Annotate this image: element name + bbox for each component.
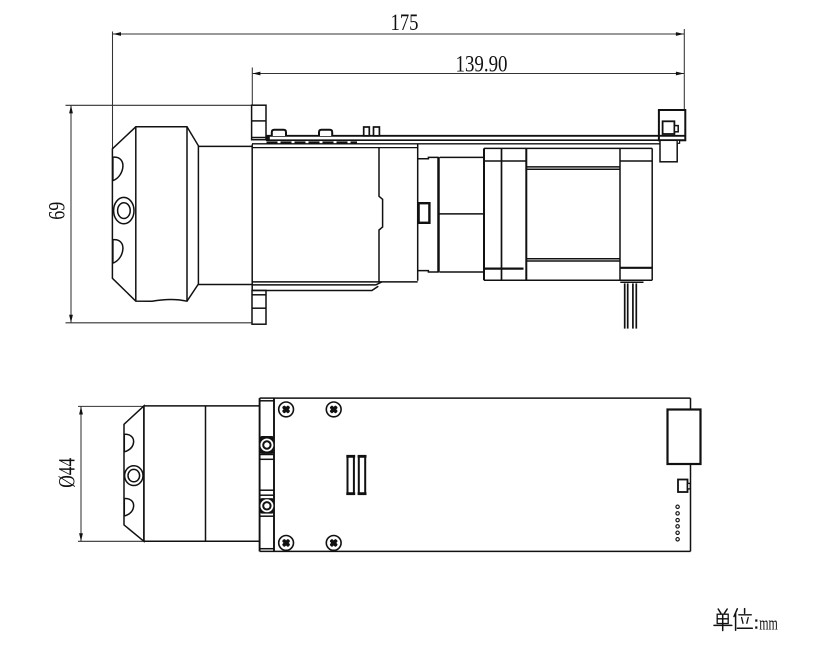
svg-text:175: 175 [391, 10, 419, 35]
svg-text:69: 69 [45, 202, 70, 220]
svg-text:mm: mm [759, 613, 778, 634]
svg-text:Ø44: Ø44 [55, 457, 80, 487]
svg-text:139.90: 139.90 [456, 51, 508, 76]
